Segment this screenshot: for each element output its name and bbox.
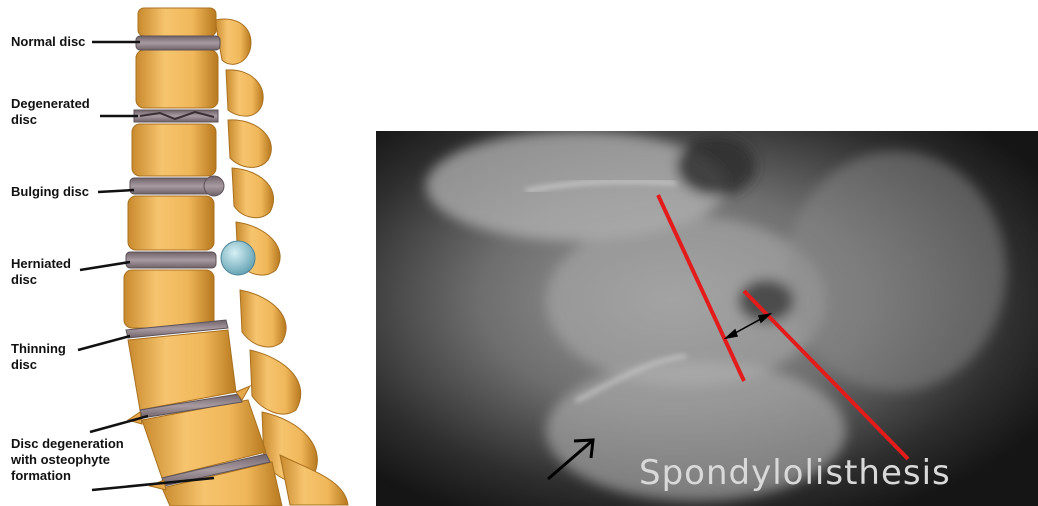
spine-illustration-panel: Normal disc Degenerated disc Bulging dis…	[0, 0, 360, 506]
label-osteophyte-line1: Disc degeneration	[11, 436, 124, 452]
bulging-disc-shape	[130, 178, 216, 194]
xray-caption: Spondylolisthesis	[639, 453, 951, 493]
label-osteophyte: Disc degeneration with osteophyte format…	[11, 436, 124, 484]
label-degenerated-disc: Degenerated disc	[11, 96, 90, 128]
herniated-disc-shape	[126, 252, 216, 268]
label-thinning-line1: Thinning	[11, 341, 66, 357]
normal-disc-shape	[136, 36, 220, 50]
xray-image	[376, 131, 1038, 506]
herniation-shape	[221, 241, 255, 275]
bulge-shape	[204, 176, 224, 196]
xray-panel	[376, 131, 1038, 506]
label-osteophyte-line3: formation	[11, 468, 124, 484]
label-thinning-disc: Thinning disc	[11, 341, 66, 373]
label-degenerated-line1: Degenerated	[11, 96, 90, 112]
label-degenerated-line2: disc	[11, 112, 90, 128]
label-thinning-line2: disc	[11, 357, 66, 373]
label-herniated-disc: Herniated disc	[11, 256, 71, 288]
label-herniated-line1: Herniated	[11, 256, 71, 272]
label-herniated-line2: disc	[11, 272, 71, 288]
label-bulging-text: Bulging disc	[11, 184, 89, 200]
label-normal-disc: Normal disc	[11, 34, 85, 50]
label-osteophyte-line2: with osteophyte	[11, 452, 124, 468]
label-bulging-disc: Bulging disc	[11, 184, 89, 200]
label-normal-disc-text: Normal disc	[11, 34, 85, 50]
spine-illustration	[0, 0, 360, 506]
